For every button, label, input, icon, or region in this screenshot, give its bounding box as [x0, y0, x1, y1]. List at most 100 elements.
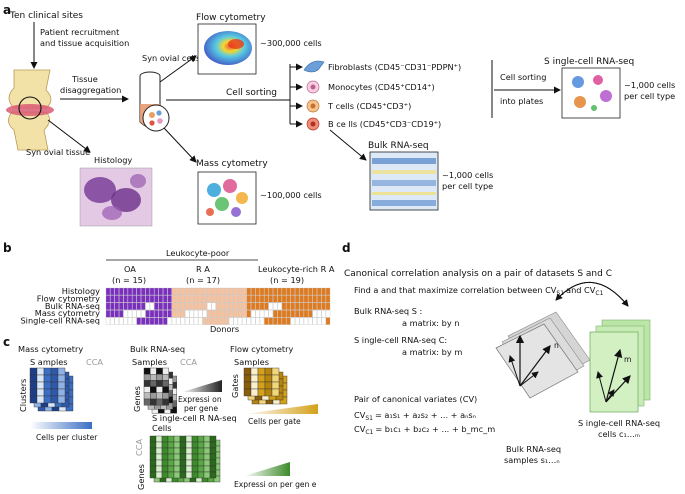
matrix-cell: [65, 403, 74, 412]
matrix-cell: [29, 395, 38, 404]
c-mass-samples: S amples: [30, 357, 68, 367]
matrix-cell: [156, 398, 163, 406]
donor-cell: [312, 287, 317, 296]
donor-cell: [286, 310, 291, 318]
matrix-cell: [264, 374, 273, 383]
matrix-cell: [209, 435, 217, 443]
donor-cell: [246, 302, 251, 310]
fibroblast-icon: [303, 60, 325, 73]
donor-cell: [242, 295, 247, 303]
cca-correlation-arc-back: [555, 282, 629, 307]
donor-cell: [193, 310, 199, 318]
c-sc-cells: Cells: [152, 423, 172, 433]
donor-cell: [268, 310, 273, 318]
c-flow-samples: Samples: [234, 357, 269, 367]
matrix-cell: [155, 435, 163, 443]
matrix-cell: [257, 367, 266, 376]
donor-cell: [242, 317, 247, 325]
donor-cell: [136, 295, 141, 303]
donor-cell: [123, 302, 128, 310]
matrix-cell: [179, 447, 187, 455]
donor-cell: [303, 295, 309, 303]
donor-cell: [299, 295, 304, 303]
donor-cell: [110, 310, 115, 318]
donor-cell: [154, 317, 159, 325]
expression-per-gene-wedge: [182, 380, 222, 392]
matrix-cell: [57, 381, 66, 390]
donor-cell: [273, 287, 278, 296]
matrix-cell: [257, 381, 266, 390]
matrix-cell: [162, 380, 170, 387]
matrix-cell: [155, 441, 163, 449]
panel-b-label: b: [3, 241, 12, 255]
donor-cell: [281, 317, 287, 325]
donor-cell: [145, 295, 150, 303]
donor-cell: [251, 295, 256, 303]
donor-cell: [167, 317, 172, 325]
donor-cell: [220, 317, 225, 325]
donor-cell: [220, 310, 225, 318]
donor-cell: [312, 310, 317, 318]
matrix-cell: [191, 465, 199, 473]
donor-cell: [123, 295, 128, 303]
donor-cell: [215, 302, 221, 310]
mass-tsne-plot: [197, 171, 257, 225]
matrix-cell: [155, 471, 163, 479]
panel-d: d Canonical correlation analysis on a pa…: [342, 241, 660, 465]
donor-cell: [325, 302, 331, 310]
matrix-cell: [29, 388, 38, 397]
donor-cell: [303, 302, 309, 310]
oa-n: (n = 15): [112, 275, 146, 285]
mass-count: ~100,000 cells: [260, 190, 322, 200]
matrix-cell: [173, 447, 181, 455]
matrix-cell: [50, 367, 59, 376]
matrix-cell: [203, 435, 211, 443]
matrix-cell: [179, 471, 187, 479]
donor-row-label: Bulk RNA-seq: [45, 301, 100, 311]
matrix-cell: [156, 392, 163, 400]
donor-cell: [163, 310, 168, 318]
d-bulk-s: Bulk RNA-seq S :: [354, 306, 422, 316]
donor-cell: [286, 287, 291, 296]
matrix-cell: [173, 465, 181, 473]
matrix-cell: [50, 381, 59, 390]
donor-cell: [242, 310, 247, 318]
flow-density-plot: [197, 23, 257, 75]
donor-cell: [255, 302, 260, 310]
donor-cell: [229, 317, 234, 325]
donor-cell: [132, 317, 137, 325]
donor-cell: [198, 310, 203, 318]
donor-cell: [202, 295, 207, 303]
donor-cell: [321, 302, 326, 310]
matrix-cell: [209, 447, 217, 455]
donor-cell: [132, 302, 137, 310]
matrix-cell: [43, 374, 52, 383]
donor-cell: [180, 302, 185, 310]
matrix-cell: [43, 381, 52, 390]
mass-cytometry-matrix-stack: [29, 367, 74, 412]
donor-cell: [114, 302, 119, 310]
clinical-sites-text: Ten clinical sites: [9, 11, 83, 21]
donor-cell: [189, 302, 194, 310]
donor-cell: [273, 310, 278, 318]
donor-cell: [167, 287, 172, 296]
donor-cell: [325, 295, 331, 303]
donor-cell: [224, 295, 229, 303]
donor-cell: [277, 302, 282, 310]
donor-cell: [176, 287, 181, 296]
donor-cell: [229, 302, 234, 310]
matrix-cell: [156, 380, 163, 387]
matrix-cell: [271, 381, 280, 390]
donor-cell: [145, 287, 150, 296]
donor-cell: [281, 310, 287, 318]
donor-cell: [105, 302, 111, 310]
matrix-cell: [36, 388, 45, 397]
donor-cell: [295, 295, 300, 303]
donor-cell: [237, 287, 243, 296]
matrix-cell: [275, 392, 284, 401]
matrix-cell: [264, 388, 273, 397]
donor-cell: [123, 310, 128, 318]
c-flow-title: Flow cytometry: [230, 344, 293, 354]
donor-cell: [268, 317, 273, 325]
